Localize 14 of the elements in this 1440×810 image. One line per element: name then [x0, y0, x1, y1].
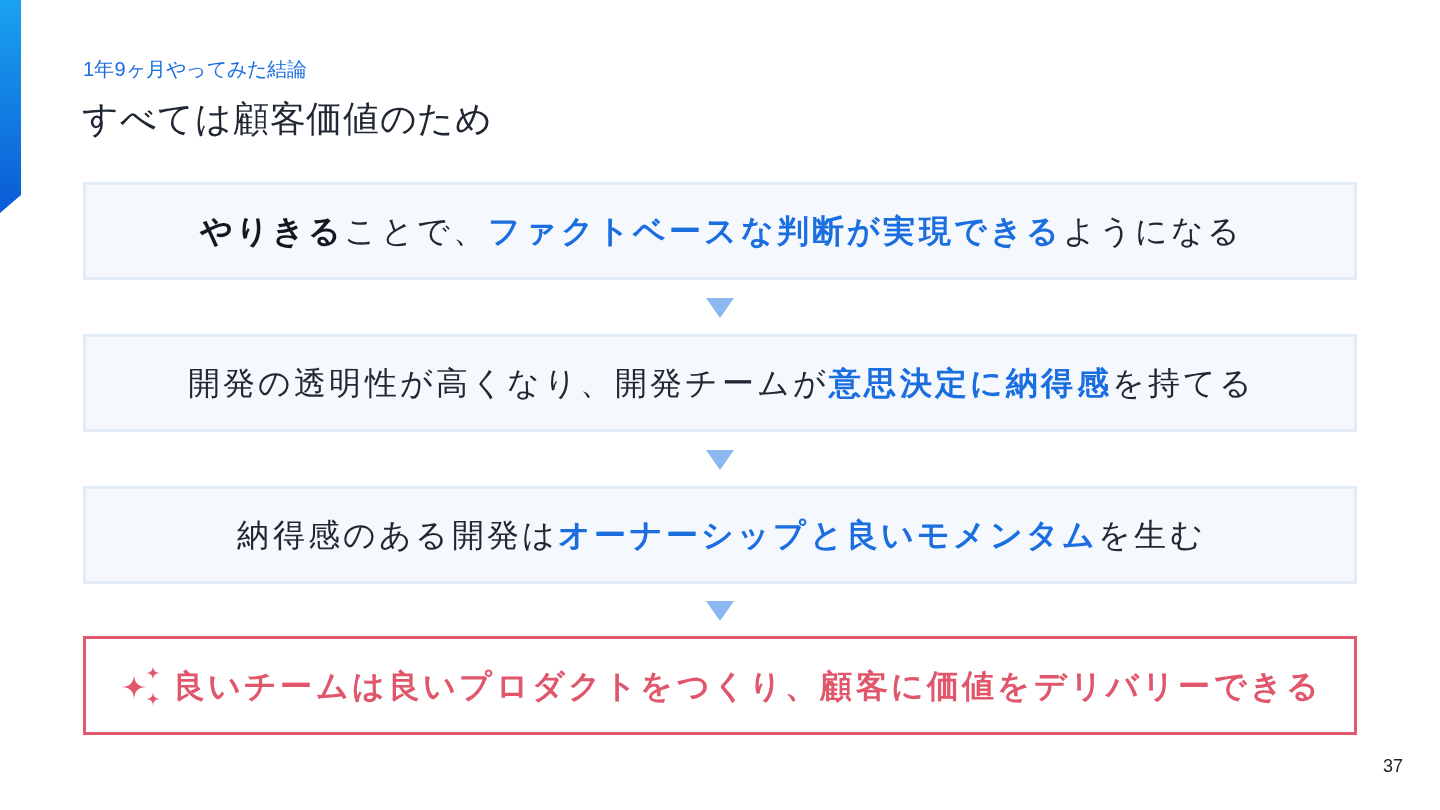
page-number: 37 — [1383, 755, 1404, 777]
statement-text: やりきることで、ファクトベースな判断が実現できるようになる — [199, 212, 1244, 251]
arrow — [706, 450, 734, 470]
statement-box — [83, 182, 1357, 280]
slide-title: すべては顧客価値のため — [82, 97, 493, 141]
statement-box — [83, 334, 1357, 432]
section-label: 1年9ヶ月やってみた結論 — [83, 57, 308, 82]
conclusion-text: 良いチームは良いプロダクトをつくり、顧客に価値をデリバリーできる — [172, 666, 1323, 706]
statement-text: 納得感のある開発はオーナーシップと良いモメンタムを生む — [237, 516, 1206, 555]
statement-box — [83, 486, 1357, 584]
conclusion-box — [83, 636, 1357, 735]
arrow — [706, 298, 734, 318]
arrow — [706, 601, 734, 621]
statement-text: 開発の透明性が高くなり、開発チームが意思決定に納得感を持てる — [187, 364, 1256, 403]
